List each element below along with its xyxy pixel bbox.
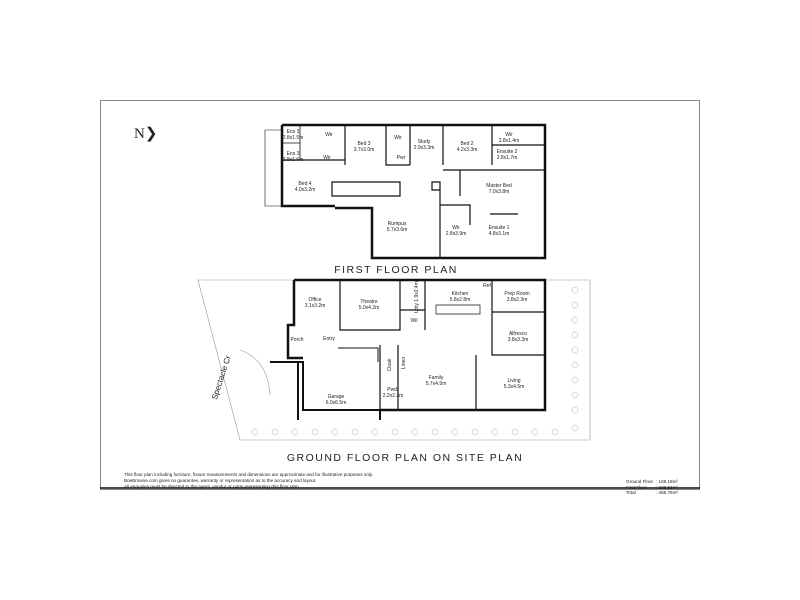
- room-label: Wir: [394, 135, 402, 141]
- first-floor-walls: [264, 123, 547, 260]
- first-floor-title: FIRST FLOOR PLAN: [334, 264, 458, 276]
- site-boundary: [197, 279, 591, 441]
- room-label: Wir: [323, 155, 331, 161]
- north-arrow: N❯: [134, 126, 158, 142]
- room-label: Pwr: [396, 155, 406, 161]
- area-summary: Ground Floor: 169.18m² First Floor: 208.…: [626, 479, 678, 495]
- room-label: Porch: [290, 337, 304, 343]
- ground-floor-title: GROUND FLOOR PLAN ON SITE PLAN: [286, 452, 524, 464]
- room-label: Cloak: [387, 358, 393, 372]
- room-label: Ref: [483, 283, 491, 289]
- trees: [251, 286, 579, 436]
- plan-frame: [100, 100, 700, 490]
- room-label: Linen: [401, 356, 407, 370]
- room-label: Entry: [323, 336, 335, 342]
- room-label: Ldry 1.9x2.4m: [414, 281, 420, 313]
- room-label: Wir: [325, 132, 333, 138]
- ground-floor-walls: [270, 278, 547, 420]
- room-label: Wil: [410, 318, 418, 324]
- disclaimer: This floor plan including furniture, fix…: [124, 472, 374, 489]
